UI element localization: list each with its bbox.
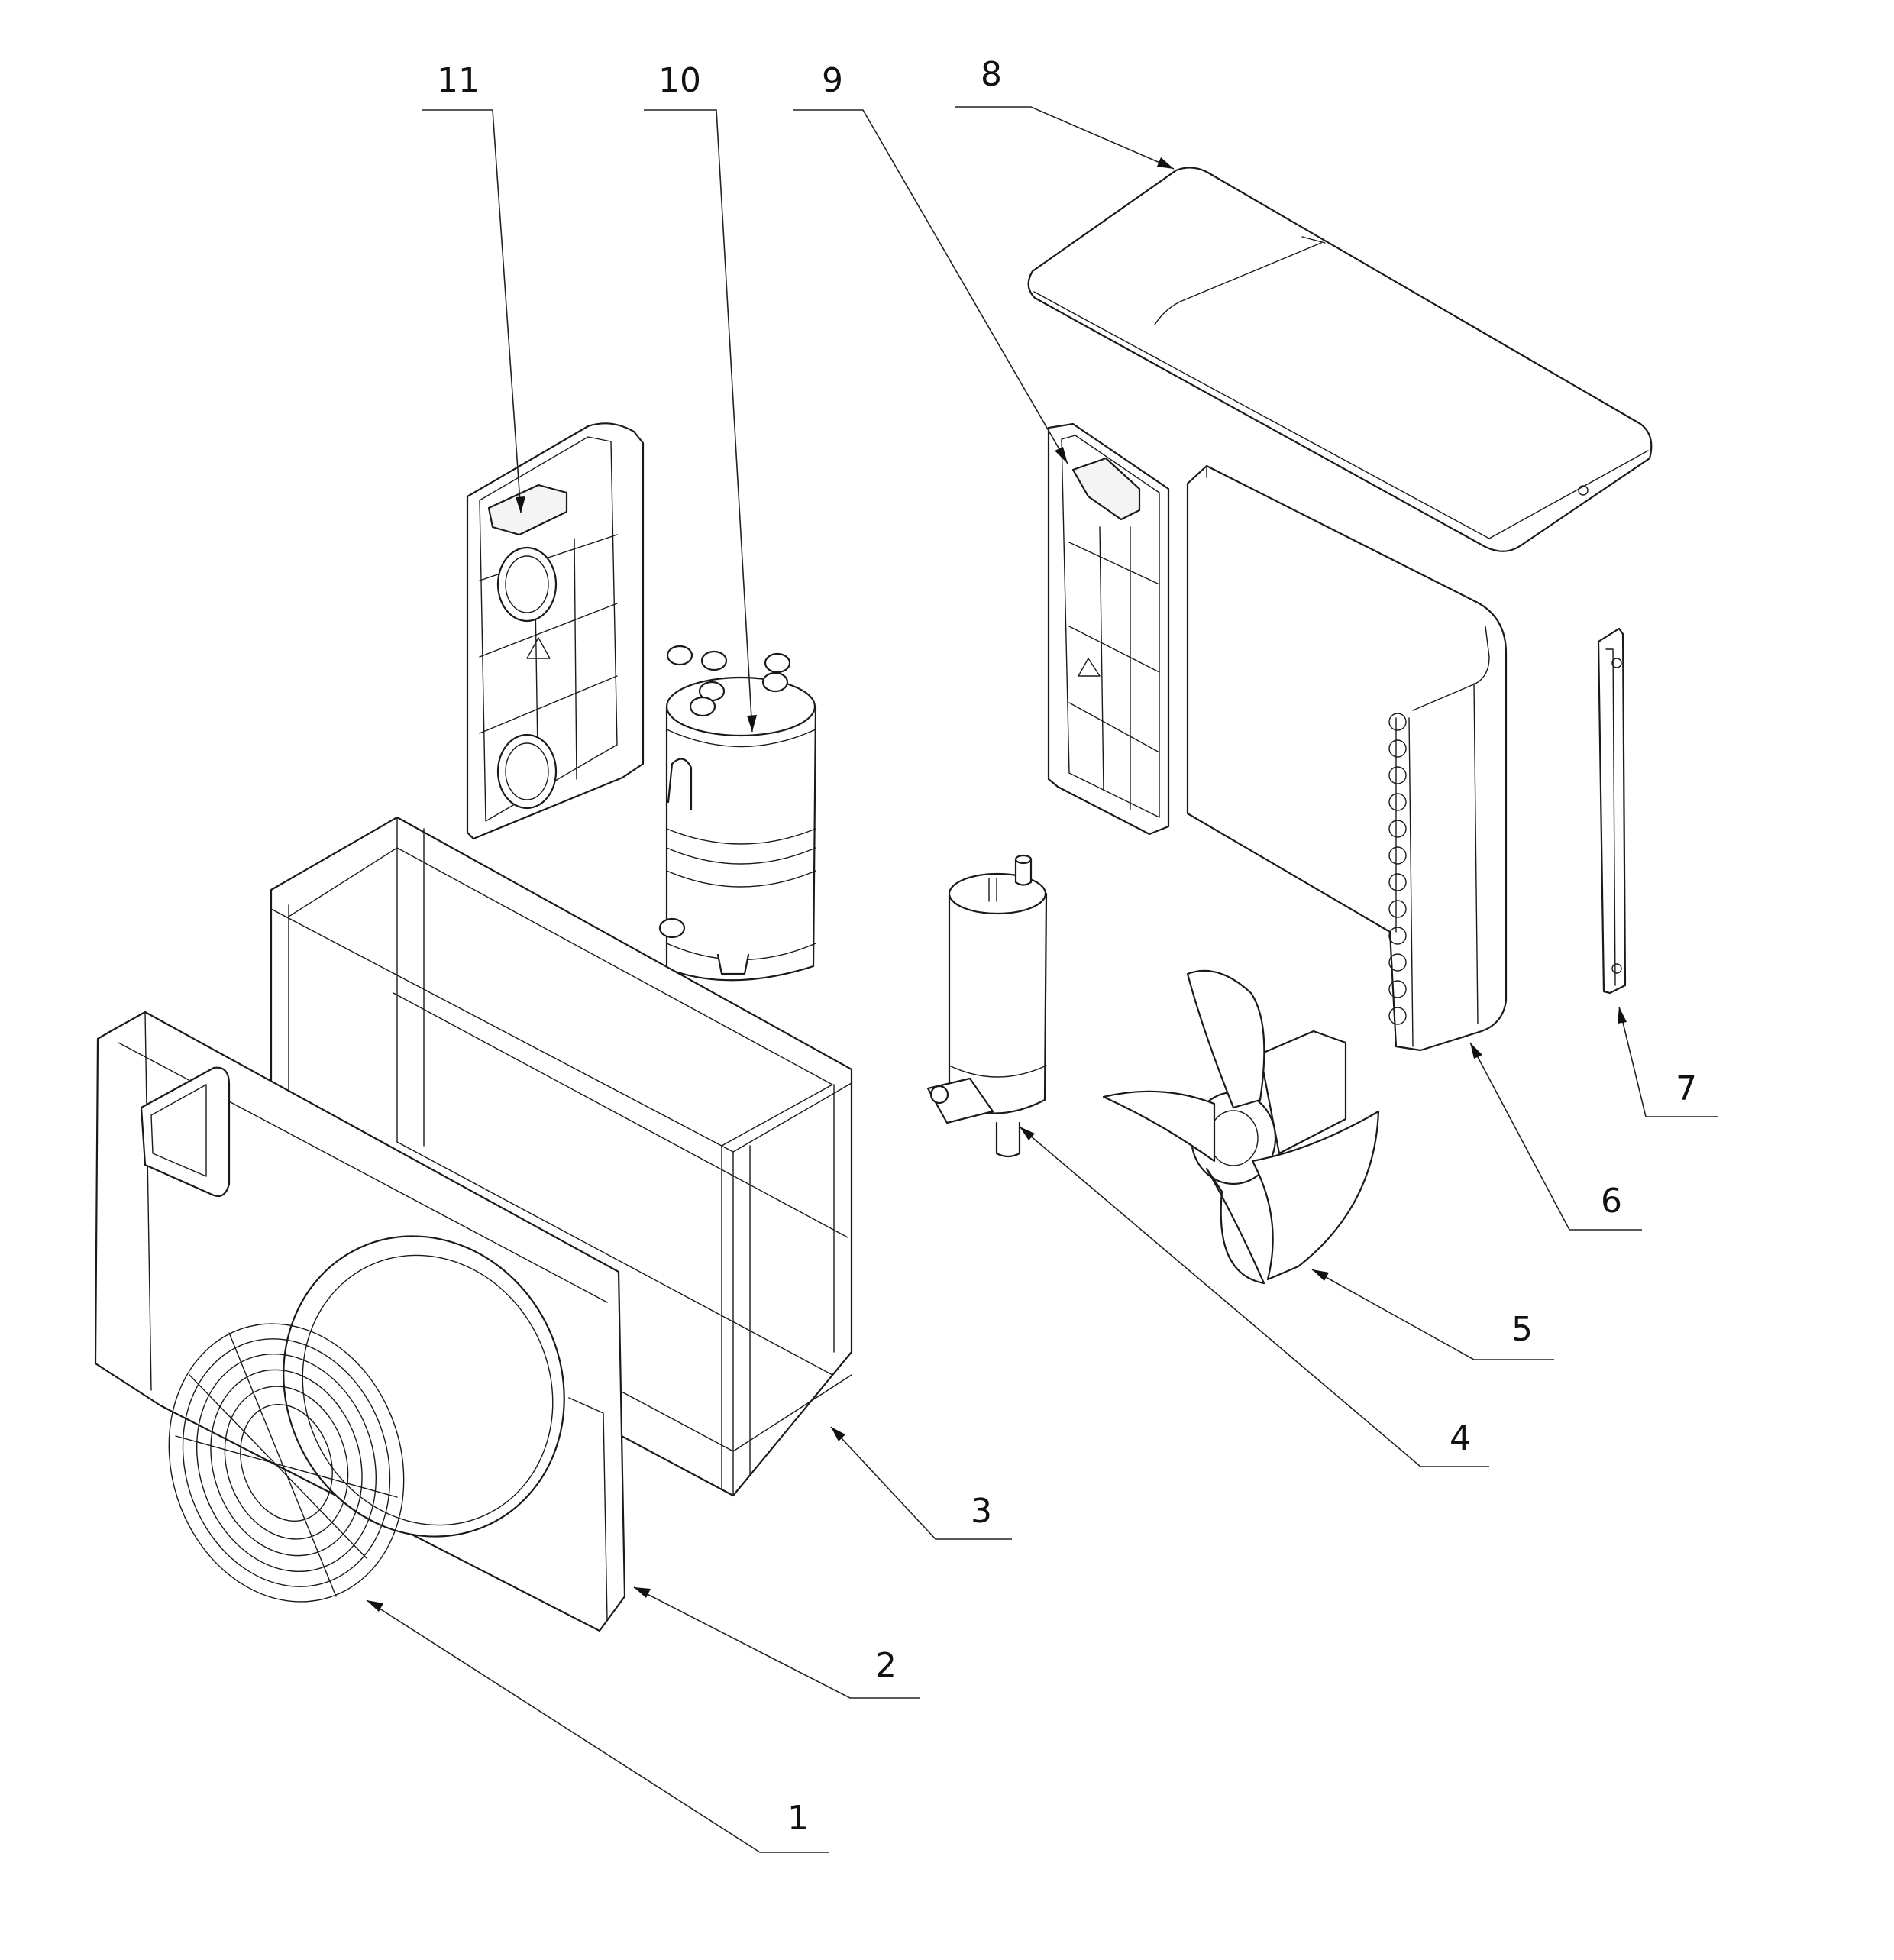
callout-9: 9 — [822, 61, 843, 100]
top-cover — [1027, 167, 1653, 552]
fan-assembly — [1102, 969, 1380, 1285]
callout-6: 6 — [1601, 1182, 1622, 1221]
right-side-panel — [1047, 422, 1170, 836]
evaporator-coil — [1186, 464, 1508, 1052]
fan-guard — [168, 1323, 405, 1603]
callout-4: 4 — [1450, 1419, 1471, 1458]
callout-10: 10 — [658, 61, 701, 100]
callout-3: 3 — [971, 1492, 992, 1531]
heat-exchanger-fittings — [658, 645, 791, 939]
callout-2: 2 — [875, 1646, 897, 1685]
bracket-strip — [1597, 627, 1627, 995]
coil-tube-ends — [1388, 713, 1407, 1025]
left-side-panel — [466, 422, 645, 840]
callout-11: 11 — [437, 61, 480, 100]
callout-7: 7 — [1676, 1069, 1697, 1108]
callout-5: 5 — [1511, 1310, 1533, 1349]
callout-8: 8 — [981, 55, 1002, 94]
callout-labels: 1 2 3 4 5 6 7 8 9 10 11 — [437, 55, 1697, 1838]
front-panel — [94, 1011, 626, 1632]
leader-lines — [366, 106, 1718, 1853]
callout-1: 1 — [787, 1799, 809, 1838]
heat-exchanger — [658, 645, 817, 982]
compressor — [926, 854, 1048, 1158]
